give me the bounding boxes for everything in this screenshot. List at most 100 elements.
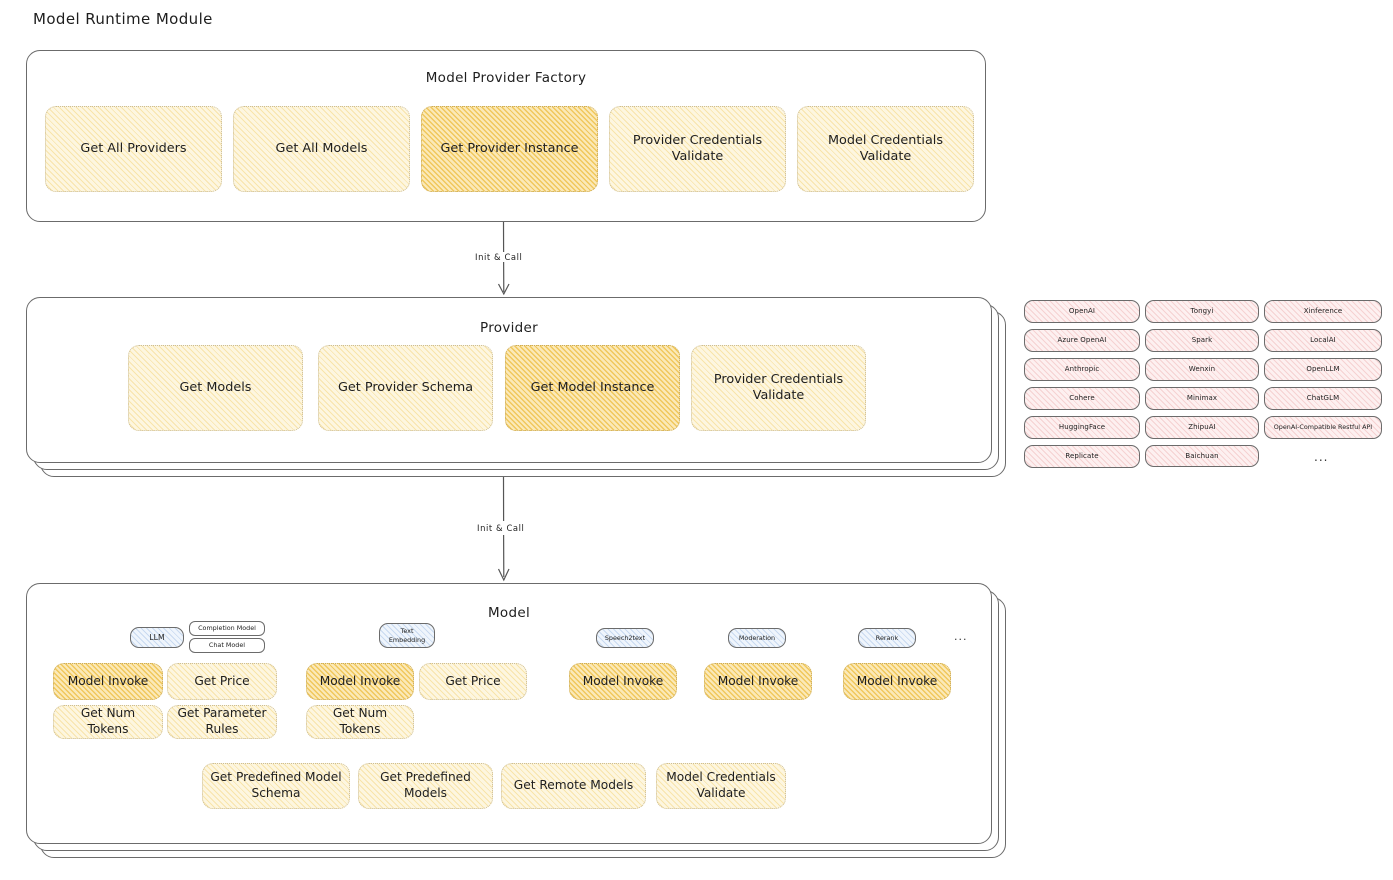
llm-method-get-price[interactable]: Get Price — [167, 663, 277, 700]
node-label: Model Invoke — [856, 673, 938, 688]
node-label: Get Provider Instance — [440, 140, 579, 156]
pill-label: Tongyi — [1190, 307, 1214, 316]
pill-label: ZhipuAI — [1188, 423, 1216, 432]
speech2text-method-model-invoke[interactable]: Model Invoke — [569, 663, 677, 700]
rerank-method-model-invoke[interactable]: Model Invoke — [843, 663, 951, 700]
pill-label: Replicate — [1065, 452, 1099, 461]
model-shared-get-remote-models[interactable]: Get Remote Models — [501, 763, 646, 809]
arrow-factory-to-provider — [497, 222, 510, 296]
model-panel: Model LLM Completion Model Chat Model Mo… — [26, 583, 1006, 858]
llm-method-model-invoke[interactable]: Model Invoke — [53, 663, 163, 700]
node-label: Get Model Instance — [530, 379, 655, 395]
pill-label: Azure OpenAI — [1057, 336, 1107, 345]
node-label: Get Price — [445, 673, 501, 688]
provider-pill-spark[interactable]: Spark — [1145, 329, 1259, 352]
model-shared-get-predefined-models[interactable]: Get Predefined Models — [358, 763, 493, 809]
factory-node-get-all-models[interactable]: Get All Models — [233, 106, 410, 192]
arrow-label-init-call-1: Init & Call — [472, 252, 526, 262]
pill-label: Xinference — [1303, 307, 1343, 316]
llm-method-get-num-tokens[interactable]: Get Num Tokens — [53, 705, 163, 739]
node-label: Get Models — [179, 379, 252, 395]
node-label: Get Predefined Model Schema — [210, 770, 342, 800]
provider-panel: Provider Get Models Get Provider Schema … — [26, 297, 1006, 477]
model-type-speech2text[interactable]: Speech2text — [596, 628, 654, 648]
node-label: Model Invoke — [319, 673, 401, 688]
text-embedding-method-get-price[interactable]: Get Price — [419, 663, 527, 700]
node-label: Get All Models — [275, 140, 368, 156]
model-shared-model-credentials-validate[interactable]: Model Credentials Validate — [656, 763, 786, 809]
provider-node-provider-credentials-validate[interactable]: Provider Credentials Validate — [691, 345, 866, 431]
model-type-label: Rerank — [875, 633, 899, 642]
model-subtype-chat-model[interactable]: Chat Model — [189, 638, 265, 653]
node-label: Model Credentials Validate — [666, 770, 776, 800]
pill-label: OpenAI — [1068, 307, 1096, 316]
provider-pill-replicate[interactable]: Replicate — [1024, 445, 1140, 468]
panel-title: Model Provider Factory — [425, 70, 587, 86]
text-embedding-method-get-num-tokens[interactable]: Get Num Tokens — [306, 705, 414, 739]
model-type-moderation[interactable]: Moderation — [728, 628, 786, 648]
pill-label: Minimax — [1186, 394, 1218, 403]
factory-node-provider-credentials-validate[interactable]: Provider Credentials Validate — [609, 106, 786, 192]
provider-pill-zhipuai[interactable]: ZhipuAI — [1145, 416, 1259, 439]
factory-node-model-credentials-validate[interactable]: Model Credentials Validate — [797, 106, 974, 192]
model-subtype-label: Completion Model — [198, 624, 256, 633]
node-label: Get Predefined Models — [380, 770, 471, 800]
provider-pill-wenxin[interactable]: Wenxin — [1145, 358, 1259, 381]
provider-pill-localai[interactable]: LocalAI — [1264, 329, 1382, 352]
node-label: Get All Providers — [80, 140, 187, 156]
model-type-text-embedding[interactable]: Text Embedding — [379, 623, 435, 648]
model-type-rerank[interactable]: Rerank — [858, 628, 916, 648]
arrow-provider-to-model — [497, 477, 510, 582]
panel-title: Provider — [480, 320, 538, 336]
provider-list: OpenAI Azure OpenAI Anthropic Cohere Hug… — [1024, 300, 1384, 475]
model-type-label: LLM — [149, 632, 165, 642]
factory-node-get-provider-instance[interactable]: Get Provider Instance — [421, 106, 598, 192]
pill-label: Wenxin — [1188, 365, 1216, 374]
node-label: Get Remote Models — [513, 778, 634, 793]
pill-label: Spark — [1191, 336, 1213, 345]
node-label: Get Num Tokens — [332, 706, 388, 736]
provider-list-more: ... — [1314, 450, 1329, 464]
node-label: Get Provider Schema — [337, 379, 474, 395]
provider-node-get-models[interactable]: Get Models — [128, 345, 303, 431]
model-provider-factory-panel: Model Provider Factory Get All Providers… — [26, 50, 986, 222]
moderation-method-model-invoke[interactable]: Model Invoke — [704, 663, 812, 700]
model-type-label: Moderation — [738, 633, 776, 642]
provider-pill-tongyi[interactable]: Tongyi — [1145, 300, 1259, 323]
model-shared-get-predefined-model-schema[interactable]: Get Predefined Model Schema — [202, 763, 350, 809]
provider-pill-minimax[interactable]: Minimax — [1145, 387, 1259, 410]
model-subtype-label: Chat Model — [208, 641, 246, 650]
provider-pill-chatglm[interactable]: ChatGLM — [1264, 387, 1382, 410]
text-embedding-method-model-invoke[interactable]: Model Invoke — [306, 663, 414, 700]
model-type-llm[interactable]: LLM — [130, 627, 184, 648]
pill-label: OpenLLM — [1306, 365, 1340, 374]
node-label: Get Num Tokens — [80, 706, 136, 736]
pill-label: HuggingFace — [1058, 423, 1106, 432]
provider-pill-openai-compatible-restful-api[interactable]: OpenAI-Compatible Restful API — [1264, 416, 1382, 439]
provider-node-get-model-instance[interactable]: Get Model Instance — [505, 345, 680, 431]
page-title: Model Runtime Module — [33, 10, 213, 28]
pill-label: LocalAI — [1310, 336, 1336, 345]
node-label: Provider Credentials Validate — [713, 371, 844, 403]
provider-pill-huggingface[interactable]: HuggingFace — [1024, 416, 1140, 439]
provider-pill-openllm[interactable]: OpenLLM — [1264, 358, 1382, 381]
provider-pill-azure-openai[interactable]: Azure OpenAI — [1024, 329, 1140, 352]
panel-title: Model — [487, 605, 531, 621]
provider-pill-xinference[interactable]: Xinference — [1264, 300, 1382, 323]
node-label: Provider Credentials Validate — [632, 132, 763, 164]
provider-pill-openai[interactable]: OpenAI — [1024, 300, 1140, 323]
pill-label: OpenAI-Compatible Restful API — [1273, 423, 1373, 432]
model-type-label: Speech2text — [604, 633, 646, 642]
factory-node-get-all-providers[interactable]: Get All Providers — [45, 106, 222, 192]
provider-pill-anthropic[interactable]: Anthropic — [1024, 358, 1140, 381]
provider-pill-cohere[interactable]: Cohere — [1024, 387, 1140, 410]
pill-label: Anthropic — [1064, 365, 1100, 374]
node-label: Get Price — [194, 673, 250, 688]
node-label: Model Invoke — [582, 673, 664, 688]
llm-method-get-parameter-rules[interactable]: Get Parameter Rules — [167, 705, 277, 739]
model-subtype-completion-model[interactable]: Completion Model — [189, 621, 265, 636]
provider-pill-baichuan[interactable]: Baichuan — [1145, 445, 1259, 467]
pill-label: ChatGLM — [1306, 394, 1340, 403]
node-label: Model Invoke — [67, 673, 149, 688]
provider-node-get-provider-schema[interactable]: Get Provider Schema — [318, 345, 493, 431]
